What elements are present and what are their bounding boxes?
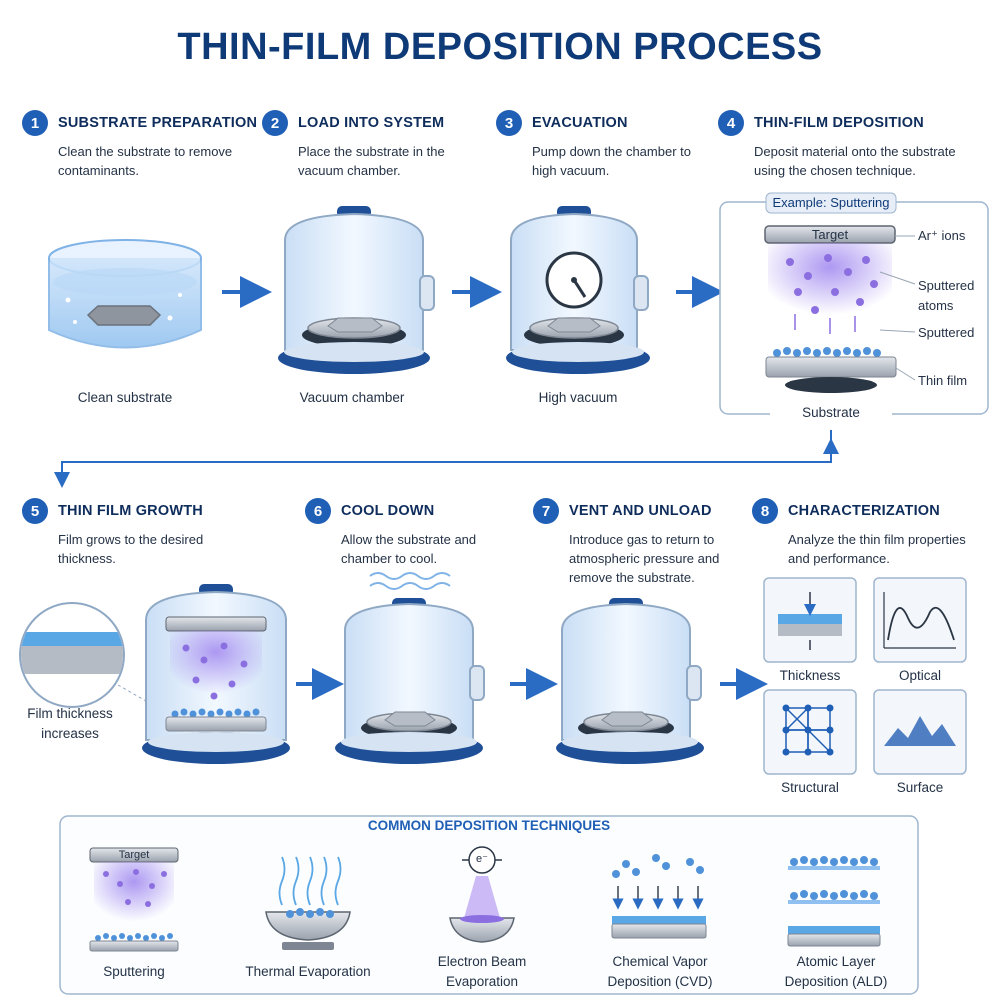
technique-sputtering: Sputtering	[103, 964, 165, 979]
cooling-chamber-illustration	[335, 572, 485, 764]
step-description: Allow the substrate and chamber to cool.	[341, 532, 477, 566]
evacuated-chamber-illustration	[506, 206, 650, 374]
step-3: 3 EVACUATION Pump down the chamber to hig…	[496, 110, 736, 180]
step-title: LOAD INTO SYSTEM	[298, 115, 445, 131]
step-number: 4	[718, 110, 744, 136]
vented-chamber-illustration	[556, 598, 704, 764]
step-6: 6 COOL DOWN Allow the substrate and chamb…	[305, 498, 545, 568]
page-title: THIN-FILM DEPOSITION PROCESS	[177, 26, 823, 68]
step-title: VENT AND UNLOAD	[569, 503, 712, 519]
thin-film-label: Thin film	[918, 373, 968, 388]
technique-ebeam: Electron Beam Evaporation	[437, 954, 527, 989]
techniques-panel	[59, 815, 919, 995]
flow-connector	[54, 430, 832, 488]
step-description: Introduce gas to return to atmospheric p…	[569, 532, 720, 585]
step-description: Clean the substrate to remove contaminan…	[58, 144, 233, 178]
caption-substrate: Substrate	[770, 405, 892, 420]
caption-clean-substrate: Clean substrate	[77, 390, 173, 405]
vacuum-chamber-illustration	[278, 206, 435, 374]
step-description: Analyze the thin film properties and per…	[788, 532, 966, 566]
step-title: EVACUATION	[532, 115, 628, 131]
technique-thermal-evaporation: Thermal Evaporation	[245, 964, 371, 979]
step-description: Pump down the chamber to high vacuum.	[532, 144, 691, 178]
step-4: 4 THIN-FILM DEPOSITION Deposit material o…	[718, 110, 988, 180]
caption-film-thickness: Film thickness increases	[27, 706, 113, 741]
step-description: Film grows to the desired thickness.	[58, 532, 204, 566]
sputtered-label: Sputtered	[918, 325, 975, 340]
step-5: 5 THIN FILM GROWTH Film grows to the desi…	[22, 498, 262, 568]
technique-cvd: Chemical Vapor Deposition (CVD)	[607, 954, 713, 989]
step-number: 5	[22, 498, 48, 524]
structural-label: Structural	[781, 780, 839, 795]
step-title: CHARACTERIZATION	[788, 503, 940, 519]
step-description: Deposit material onto the substrate usin…	[754, 144, 956, 178]
step-1: 1 SUBSTRATE PREPARATION Clean the substra…	[22, 110, 262, 180]
step-number: 2	[262, 110, 288, 136]
step-title: COOL DOWN	[341, 503, 435, 519]
step-title: SUBSTRATE PREPARATION	[58, 115, 258, 131]
characterization-panels	[763, 577, 967, 775]
thickness-label: Thickness	[779, 668, 841, 683]
film-growth-illustration	[19, 584, 290, 764]
target-label: Target	[811, 227, 849, 242]
step-title: THIN FILM GROWTH	[58, 503, 203, 519]
example-box-title: Example: Sputtering	[772, 195, 890, 210]
beaker-illustration	[48, 239, 202, 349]
step-7: 7 VENT AND UNLOAD Introduce gas to return…	[533, 498, 773, 587]
step-2: 2 LOAD INTO SYSTEM Place the substrate in…	[262, 110, 502, 180]
heat-wave-icon	[369, 572, 451, 580]
step-description: Place the substrate in the vacuum chambe…	[298, 144, 445, 178]
optical-label: Optical	[898, 668, 942, 683]
caption-high-vacuum: High vacuum	[538, 390, 618, 405]
sputtering-example-illustration	[719, 192, 989, 415]
caption-vacuum-chamber: Vacuum chamber	[299, 390, 405, 405]
step-number: 1	[22, 110, 48, 136]
technique-target-label: Target	[118, 849, 150, 861]
electron-icon: e⁻	[476, 853, 488, 865]
surface-label: Surface	[896, 780, 944, 795]
techniques-title: COMMON DEPOSITION TECHNIQUES	[367, 818, 611, 833]
step-number: 6	[305, 498, 331, 524]
step-8: 8 CHARACTERIZATION Analyze the thin film …	[752, 498, 992, 568]
technique-ald: Atomic Layer Deposition (ALD)	[784, 954, 888, 989]
step-number: 3	[496, 110, 522, 136]
step-title: THIN-FILM DEPOSITION	[754, 115, 924, 131]
step-number: 7	[533, 498, 559, 524]
step-number: 8	[752, 498, 778, 524]
ar-ions-label: Ar⁺ ions	[918, 228, 966, 243]
sputtered-atoms-label: Sputtered atoms	[918, 278, 975, 313]
